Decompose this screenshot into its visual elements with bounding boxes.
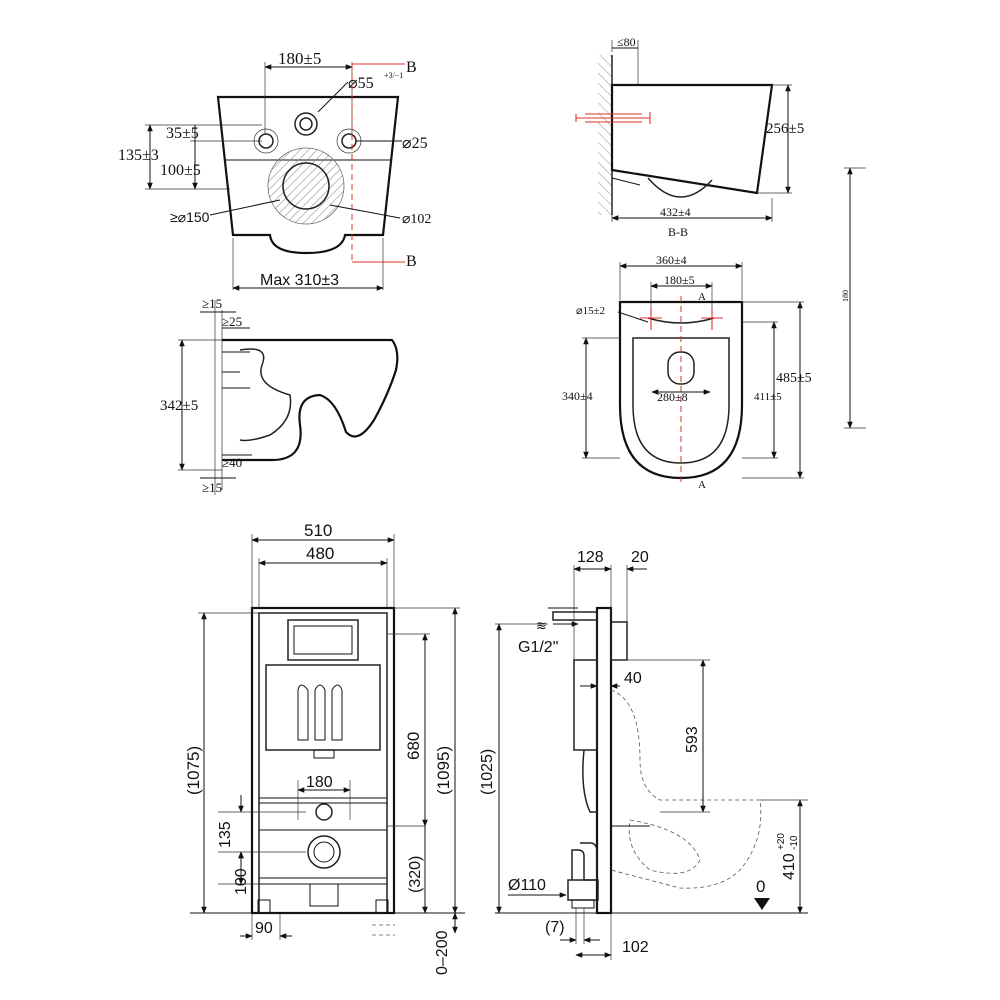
dim-100-frame: 100 xyxy=(233,868,250,895)
bowl-section xyxy=(610,83,774,195)
dim-135-frame: 135 xyxy=(217,821,234,848)
dim-7: (7) xyxy=(545,919,565,936)
water-symbol: ≋ xyxy=(536,618,547,633)
dim-20: 20 xyxy=(631,549,649,566)
dim-432: 432±4 xyxy=(660,205,691,219)
dim-25-side: ≥25 xyxy=(222,314,242,329)
outlet-hole xyxy=(267,147,345,225)
zero-marker xyxy=(754,898,770,910)
plan-view: 360±4 180±5 A ⌀15±2 340±4 280±8 485±5 41… xyxy=(562,167,866,491)
dim-15-plan: ⌀15±2 xyxy=(576,305,605,317)
outlet-bend xyxy=(571,842,598,881)
dim-55-tol: +3/−1 xyxy=(384,71,403,80)
dim-280: 280±8 xyxy=(657,390,688,404)
cistern-side xyxy=(573,659,598,751)
dim-180-frame: 180 xyxy=(306,774,333,791)
top-view-outline xyxy=(216,95,400,255)
dim-128: 128 xyxy=(577,549,604,566)
dim-593: 593 xyxy=(684,726,701,753)
dim-1075: (1075) xyxy=(184,746,203,795)
section-a-bottom: A xyxy=(698,479,706,491)
fixing-bolt xyxy=(575,112,651,124)
frame-side-post xyxy=(595,606,613,915)
dim-480: 480 xyxy=(306,544,334,563)
inlet-hole xyxy=(294,112,318,136)
dim-680: 680 xyxy=(404,732,423,760)
dim-1095: (1095) xyxy=(434,746,453,795)
frame-side-view: 128 20 ≋ G1/2" 40 (1025) 593 410 +20 -10… xyxy=(479,549,808,960)
dim-342: 342±5 xyxy=(160,398,198,414)
dim-1025: (1025) xyxy=(479,749,496,795)
dim-55: ⌀55 xyxy=(348,75,374,92)
dim-110: Ø110 xyxy=(508,877,546,894)
dim-40-frame: 40 xyxy=(624,670,642,687)
dim-485: 485±5 xyxy=(776,371,812,386)
section-b-bottom: B xyxy=(406,253,417,270)
dim-360: 360±4 xyxy=(656,253,687,267)
dim-0-200: 0–200 xyxy=(434,930,451,975)
dim-411: 411±5 xyxy=(754,391,782,403)
dim-100: 100±5 xyxy=(160,162,201,179)
top-view: 180±5 ⌀55 +3/−1 B B 35±5 135±3 100±5 ⌀25… xyxy=(118,49,431,291)
toilet-ghost xyxy=(610,689,762,889)
flush-plate-side xyxy=(610,621,628,661)
section-a-top: A xyxy=(698,291,706,303)
dim-410: 410 xyxy=(781,853,798,880)
g12-label: G1/2" xyxy=(518,639,558,656)
dim-135: 135±3 xyxy=(118,147,159,164)
dim-40-side: ≥40 xyxy=(222,455,242,470)
dim-410-tol-up: +20 xyxy=(776,833,787,850)
dim-90: 90 xyxy=(255,920,273,937)
side-view: ≥15 ≥25 342±5 ≥40 ≥15 xyxy=(160,296,399,495)
dim-max310: Max 310±3 xyxy=(260,272,339,289)
section-bb-view: ≤80 256±5 432±4 B-B xyxy=(575,35,804,239)
flush-plate-opening xyxy=(287,619,359,661)
dim-102-frame: 102 xyxy=(622,939,649,956)
dim-15-top: ≥15 xyxy=(202,296,222,311)
dim-256: 256±5 xyxy=(766,121,804,137)
dim-15-bottom: ≥15 xyxy=(202,480,222,495)
section-b-top: B xyxy=(406,59,417,76)
dim-25: ⌀25 xyxy=(402,135,428,152)
dim-340: 340±4 xyxy=(562,389,593,403)
dim-150: ≥⌀150 xyxy=(170,209,210,225)
dim-180-plan: 180±5 xyxy=(664,273,695,287)
dim-102: ⌀102 xyxy=(402,212,431,227)
inlet-pipe xyxy=(315,803,333,821)
dim-320: (320) xyxy=(407,856,424,893)
frame-front-view: 510 480 (1075) 680 (1095) 180 135 100 (3… xyxy=(184,521,465,975)
dim-side-180: 180 xyxy=(841,290,850,302)
fix-hole-right xyxy=(341,133,357,149)
zero-label: 0 xyxy=(756,877,765,896)
dim-35: 35±5 xyxy=(166,125,199,142)
dim-410-tol-dn: -10 xyxy=(789,835,800,850)
dim-80: ≤80 xyxy=(617,35,636,49)
bowl-profile xyxy=(222,338,399,462)
dim-510: 510 xyxy=(304,521,332,540)
dim-180: 180±5 xyxy=(278,49,321,68)
wall-hatch xyxy=(598,55,612,215)
outlet-pipe xyxy=(307,835,341,869)
cistern xyxy=(265,664,381,751)
caption-bb: B-B xyxy=(668,225,688,239)
